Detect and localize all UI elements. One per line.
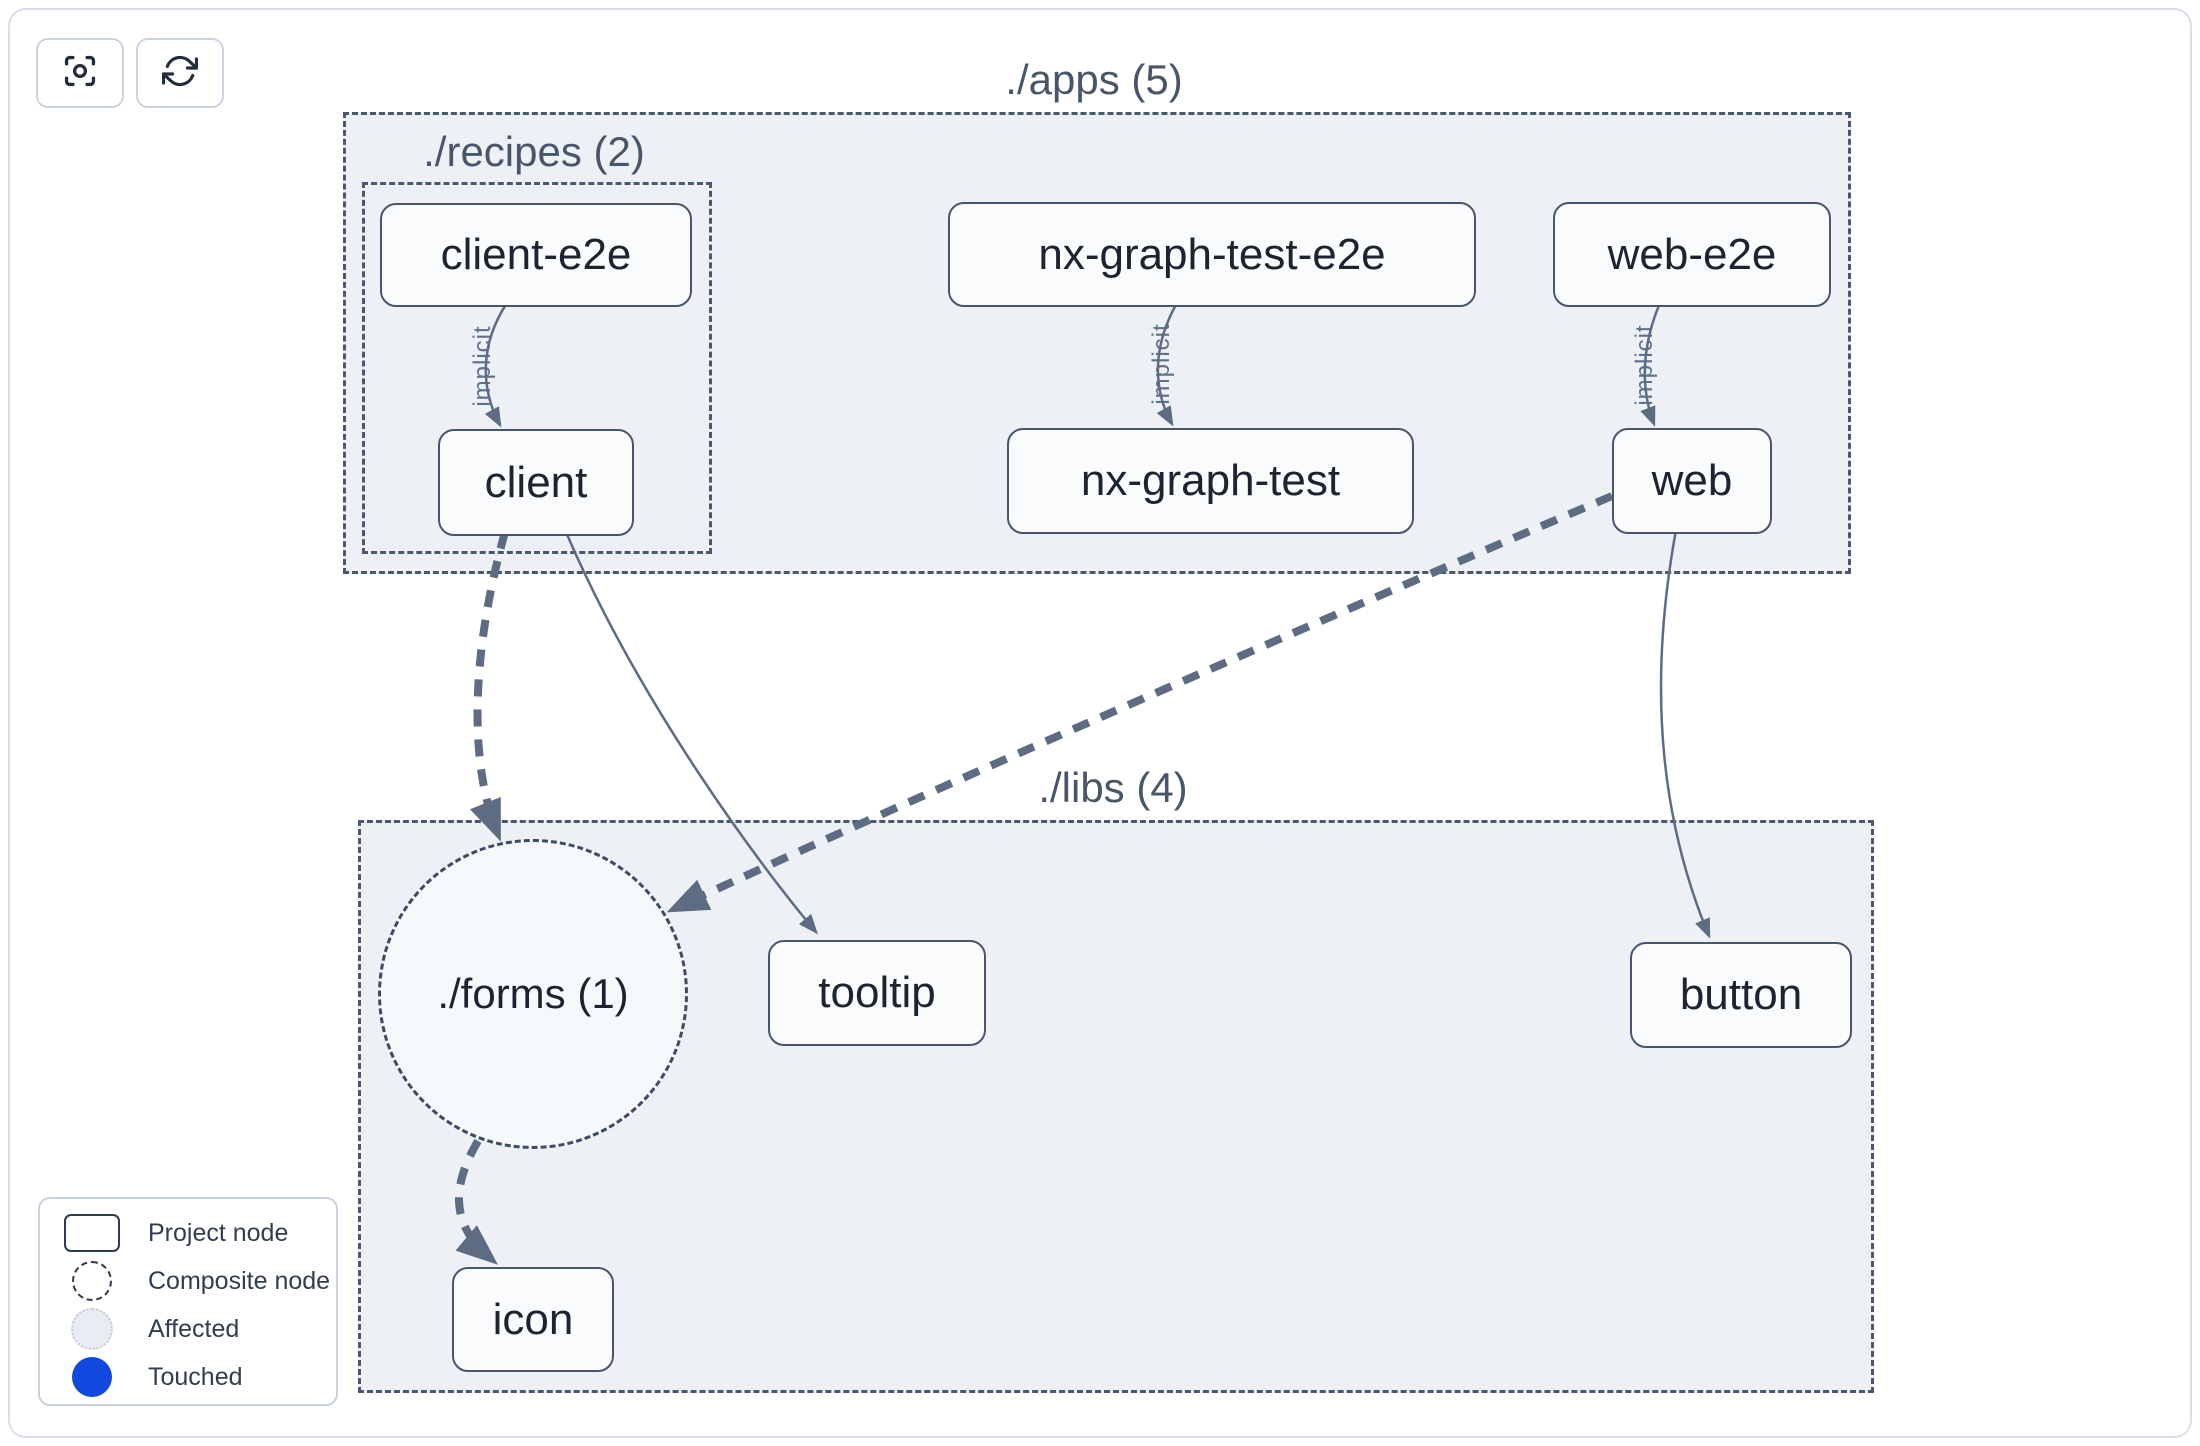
edge-label-implicit-nx-graph-test: implicit (1148, 323, 1175, 405)
node-web-e2e[interactable]: web-e2e (1553, 202, 1831, 307)
legend-label: Project node (148, 1218, 289, 1247)
composite-node-forms-label: ./forms (1) (437, 970, 629, 1017)
node-nx-graph-test-e2e[interactable]: nx-graph-test-e2e (948, 202, 1476, 307)
group-libs-label: ./libs (4) (1038, 764, 1188, 811)
legend: Project node Composite node Affected Tou… (38, 1197, 338, 1406)
node-icon[interactable]: icon (452, 1267, 614, 1372)
refresh-cycle-icon (161, 53, 199, 94)
composite-node-forms[interactable]: ./forms (1) (378, 839, 688, 1149)
legend-label: Affected (148, 1314, 240, 1343)
group-apps-label: ./apps (5) (1005, 56, 1183, 103)
legend-label: Composite node (148, 1266, 331, 1295)
touched-swatch-icon (62, 1357, 122, 1397)
legend-row-project-node: Project node (40, 1209, 336, 1257)
node-nx-graph-test[interactable]: nx-graph-test (1007, 428, 1414, 534)
legend-row-composite-node: Composite node (40, 1257, 336, 1305)
node-client[interactable]: client (438, 429, 634, 536)
refresh-button[interactable] (136, 38, 224, 108)
node-button[interactable]: button (1630, 942, 1852, 1048)
legend-row-affected: Affected (40, 1305, 336, 1353)
legend-label: Touched (148, 1362, 243, 1391)
focus-button[interactable] (36, 38, 124, 108)
legend-row-touched: Touched (40, 1353, 336, 1401)
node-tooltip[interactable]: tooltip (768, 940, 986, 1046)
edge-label-implicit-client: implicit (469, 325, 496, 407)
edge-label-implicit-web: implicit (1631, 324, 1658, 406)
crosshair-focus-icon (61, 52, 99, 95)
node-client-e2e[interactable]: client-e2e (380, 203, 692, 307)
group-recipes-label: ./recipes (2) (423, 128, 645, 175)
project-node-swatch-icon (62, 1214, 122, 1252)
composite-node-swatch-icon (62, 1261, 122, 1301)
affected-swatch-icon (62, 1308, 122, 1350)
node-web[interactable]: web (1612, 428, 1772, 534)
